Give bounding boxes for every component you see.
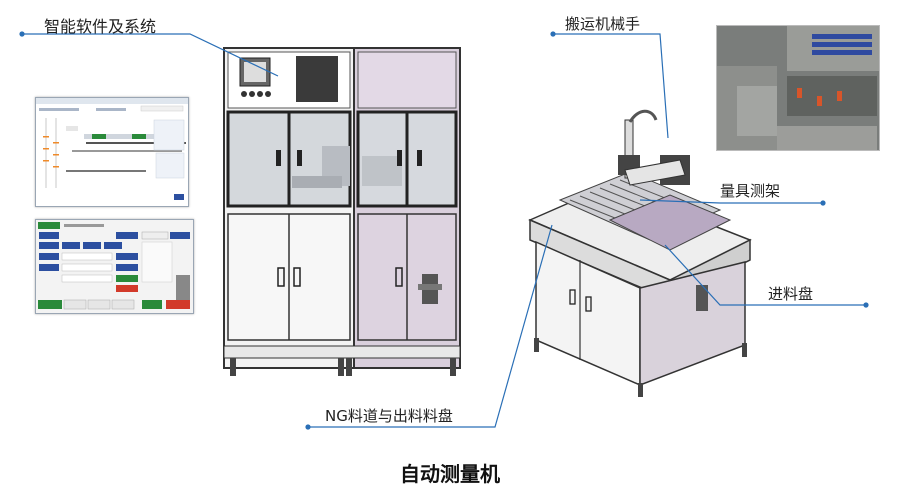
software-window-graphic <box>36 98 188 200</box>
callout-line-feed-tray <box>664 244 866 306</box>
photo-graphic <box>717 26 879 150</box>
label-robot-arm: 搬运机械手 <box>565 15 641 33</box>
software-screenshot-top <box>35 97 189 207</box>
callout-dot-ng <box>305 424 311 430</box>
callout-dot-robot-arm <box>550 31 556 37</box>
machine-photo <box>716 25 880 151</box>
callout-line-ng <box>308 224 553 428</box>
label-software: 智能软件及系统 <box>44 17 157 36</box>
callout-line-robot-arm <box>553 33 669 139</box>
figure-title: 自动测量机 <box>400 462 500 486</box>
label-ng-channel: NG料道与出料料盘 <box>325 407 453 425</box>
callout-dot-software <box>19 31 25 37</box>
callout-dot-feed-tray <box>863 302 869 308</box>
hmi-panel-graphic <box>36 220 193 313</box>
callout-line-measure-rack <box>639 199 823 204</box>
callout-line-software <box>22 33 279 77</box>
cabinet-machine <box>223 47 461 376</box>
label-measure-rack: 量具测架 <box>720 182 781 200</box>
software-screenshot-hmi <box>35 219 194 314</box>
isometric-machine <box>528 109 752 397</box>
callout-dot-measure-rack <box>820 200 826 206</box>
label-feed-tray: 进料盘 <box>768 285 814 303</box>
